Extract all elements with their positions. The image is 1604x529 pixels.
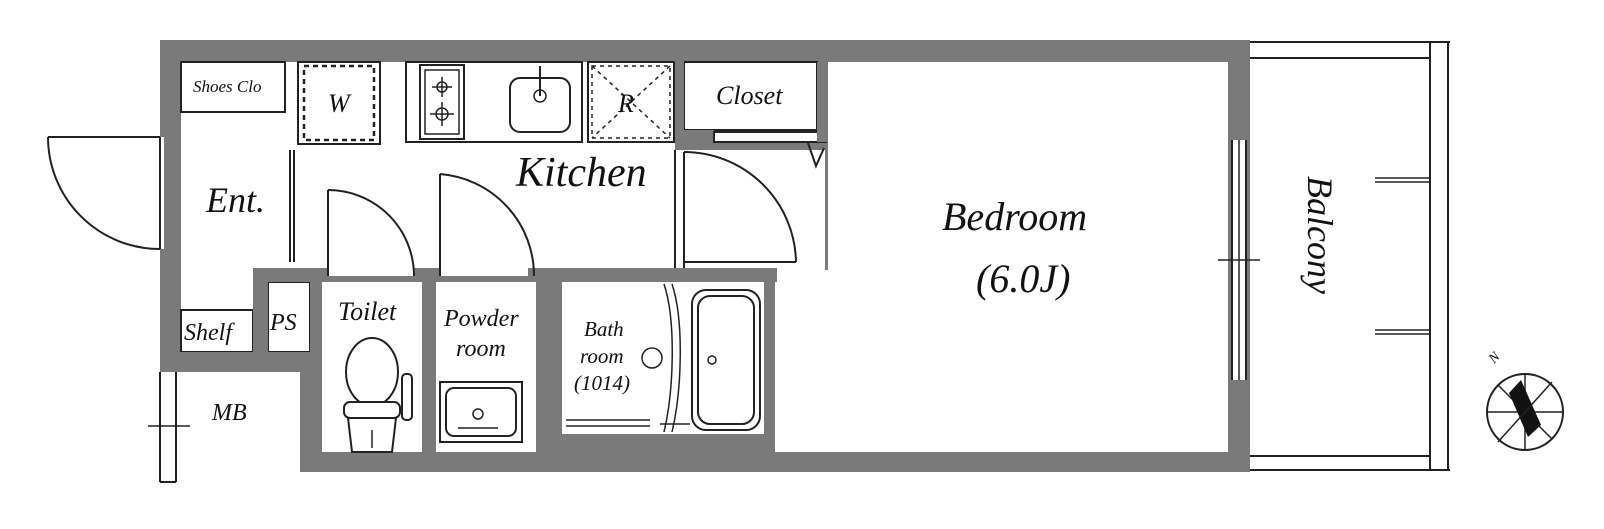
interior-walls	[160, 262, 777, 452]
bathroom-size-label: (1014)	[574, 371, 630, 395]
entrance-door	[47, 136, 164, 250]
powder-room-label: Powder	[443, 306, 519, 332]
meter-box	[148, 372, 190, 483]
shelf-label: Shelf	[184, 320, 235, 346]
powder-room-door	[439, 173, 536, 277]
balcony-label: Balcony	[1300, 176, 1340, 294]
washer-label: W	[328, 89, 352, 118]
pipe-space-label: PS	[269, 310, 297, 336]
toilet-label: Toilet	[338, 297, 397, 326]
closet-doors	[684, 62, 828, 169]
washer-space	[297, 61, 381, 145]
closet-label: Closet	[716, 81, 783, 110]
north-label: N	[1486, 349, 1504, 367]
powder-room-label-2: room	[456, 336, 506, 362]
washbasin	[439, 381, 523, 443]
refrigerator-label: R	[617, 89, 634, 118]
bathroom-label: Bath	[584, 317, 624, 341]
shoes-closet-label: Shoes Clo	[193, 77, 261, 96]
toilet-door	[327, 189, 415, 277]
toilet-fixture	[343, 337, 413, 453]
entrance-label: Ent.	[205, 180, 265, 220]
bedroom-size-label: (6.0J)	[976, 256, 1070, 301]
kitchen-counter	[405, 61, 583, 143]
kitchen-label: Kitchen	[515, 150, 647, 196]
bedroom-label: Bedroom	[942, 194, 1087, 239]
bedroom-door	[683, 151, 797, 268]
bathtub	[566, 283, 761, 433]
room-floors	[180, 61, 1228, 452]
bathroom-label-2: room	[580, 344, 624, 368]
meter-box-label: MB	[211, 400, 247, 426]
shoes-closet	[180, 61, 286, 113]
balcony	[1218, 40, 1450, 472]
compass-icon	[1486, 373, 1564, 451]
refrigerator-space	[587, 61, 675, 143]
